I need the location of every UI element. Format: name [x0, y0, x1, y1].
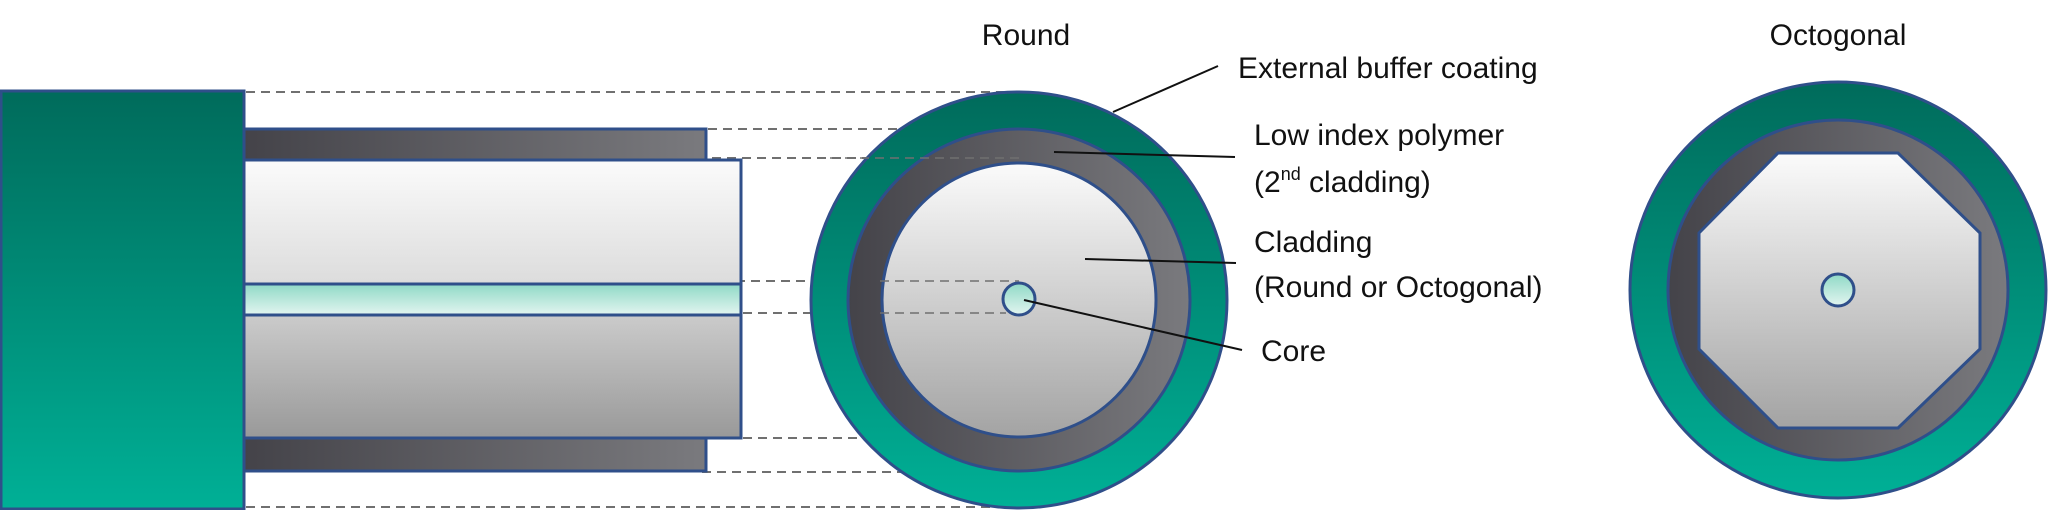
round-cross-section	[809, 90, 1229, 510]
title-octogonal: Octogonal	[1770, 19, 1907, 52]
leader-lines	[1023, 65, 1243, 351]
label-cladding-line2: (Round or Octogonal)	[1254, 271, 1543, 304]
cladding-bar-bottom	[242, 313, 743, 440]
cladding-bar-top	[242, 158, 743, 286]
leader-polymer	[1053, 151, 1236, 158]
label-core: Core	[1261, 335, 1326, 368]
label-polymer-line2-post: cladding)	[1301, 166, 1431, 199]
octogonal-cross-section	[1628, 80, 2048, 500]
label-polymer-line2-pre: (2	[1254, 166, 1281, 199]
leader-core	[1023, 299, 1243, 351]
oct-core	[1820, 272, 1856, 308]
round-core	[1001, 281, 1037, 317]
title-round: Round	[982, 19, 1070, 52]
polymer-band-top	[242, 127, 708, 163]
label-polymer-line2: (2nd cladding)	[1254, 164, 1431, 199]
label-polymer-line2-sup: nd	[1281, 164, 1301, 184]
label-cladding-line1: Cladding	[1254, 226, 1372, 259]
label-buffer: External buffer coating	[1238, 52, 1538, 85]
buffer-coating-block	[0, 89, 246, 510]
core-band	[242, 282, 743, 317]
side-view	[0, 89, 1020, 510]
leader-cladding	[1084, 258, 1237, 264]
projection-lines-inner	[830, 157, 1020, 314]
label-polymer-line1: Low index polymer	[1254, 119, 1504, 152]
leader-buffer	[1112, 65, 1219, 113]
polymer-band-bottom	[242, 436, 708, 473]
